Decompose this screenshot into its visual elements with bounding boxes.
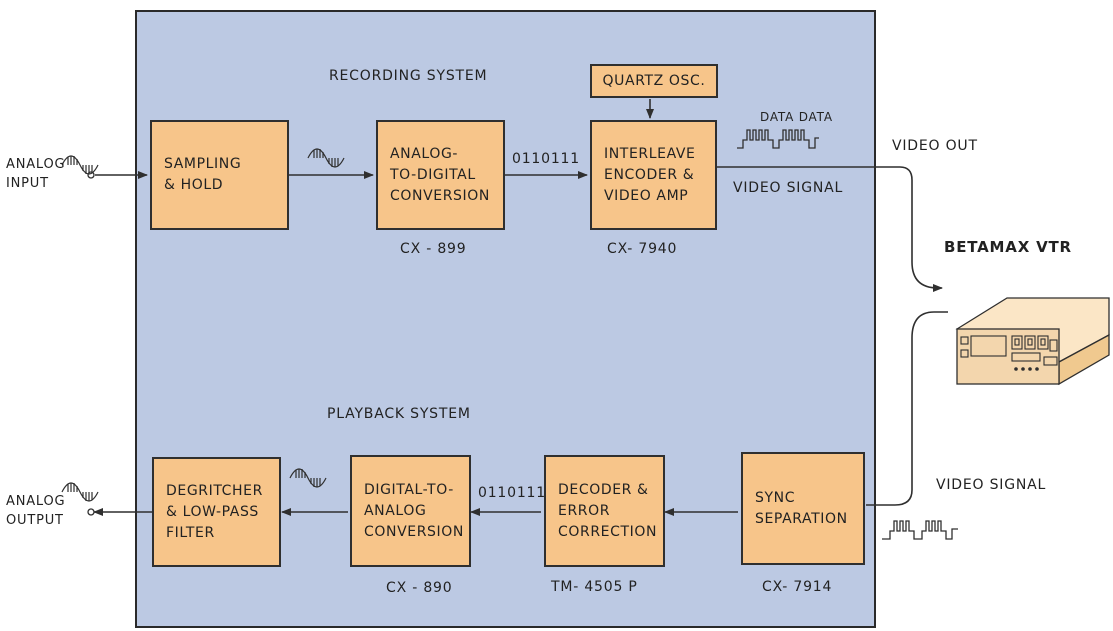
- sine-wave-icon: [289, 468, 327, 488]
- data-label: DATA DATA: [760, 110, 833, 124]
- playback-bits-label: 0110111: [478, 485, 546, 501]
- quartz-oscillator-block: QUARTZ OSC.: [590, 64, 718, 98]
- interleave-encoder-block: INTERLEAVE ENCODER & VIDEO AMP: [590, 120, 717, 230]
- betamax-vtr-drawing: [955, 297, 1110, 386]
- video-out-arrow: [717, 166, 943, 292]
- analog-input-label: ANALOG INPUT: [6, 157, 66, 191]
- vtr-to-sync-wire: [866, 311, 948, 506]
- degritcher-filter-block: DEGRITCHER & LOW-PASS FILTER: [152, 457, 281, 567]
- sine-wave-icon: [61, 155, 99, 175]
- decoder-part-number: TM- 4505 P: [551, 579, 638, 595]
- output-terminal: [87, 508, 95, 516]
- recording-bits-label: 0110111: [512, 151, 580, 167]
- sync-part-number: CX- 7914: [762, 579, 833, 595]
- adc-block: ANALOG- TO-DIGITAL CONVERSION: [376, 120, 505, 230]
- dac-block: DIGITAL-TO- ANALOG CONVERSION: [350, 455, 471, 567]
- encoder-part-number: CX- 7940: [607, 241, 678, 257]
- betamax-vtr-title: BETAMAX VTR: [944, 238, 1072, 256]
- playback-video-signal-label: VIDEO SIGNAL: [936, 477, 1047, 493]
- sync-separation-block: SYNC SEPARATION: [741, 452, 865, 565]
- sine-wave-icon: [61, 482, 99, 502]
- dac-part-number: CX - 890: [386, 580, 453, 596]
- playback-system-title: PLAYBACK SYSTEM: [327, 406, 471, 422]
- adc-part-number: CX - 899: [400, 241, 467, 257]
- pulse-train-icon: [882, 520, 958, 540]
- recording-system-title: RECORDING SYSTEM: [329, 68, 488, 84]
- decoder-error-correction-block: DECODER & ERROR CORRECTION: [544, 455, 665, 567]
- analog-output-label: ANALOG OUTPUT: [6, 494, 66, 528]
- video-out-label: VIDEO OUT: [892, 138, 978, 154]
- sine-wave-icon: [307, 148, 345, 168]
- video-signal-label: VIDEO SIGNAL: [733, 180, 844, 196]
- pulse-train-icon: [737, 129, 819, 149]
- sampling-hold-block: SAMPLING & HOLD: [150, 120, 289, 230]
